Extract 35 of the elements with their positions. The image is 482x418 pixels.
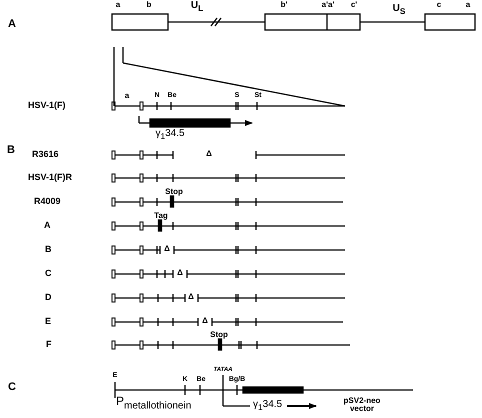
region-label: b' (280, 1, 288, 9)
deletion-symbol: Δ (188, 293, 194, 301)
panel-letter: B (7, 145, 15, 156)
mutation-label: Stop (165, 188, 183, 196)
mutation-label: F (46, 340, 52, 349)
mutation-label: Stop (210, 331, 228, 339)
panel-letter: A (8, 19, 16, 30)
panel-letter: C (8, 382, 16, 393)
vector-label: pSV2-neo vector (342, 397, 382, 413)
region-label: a (116, 1, 120, 9)
region-label: b (146, 1, 152, 9)
deletion-symbol: Δ (206, 150, 212, 158)
mutation-label: A (44, 221, 50, 230)
strain-label: HSV-1(F)R (28, 173, 72, 182)
region-label: a (124, 92, 130, 100)
gene-label: γ$_{1}$34.5 (155, 129, 185, 140)
region-label: c (436, 1, 442, 9)
mutation-label: D (45, 293, 52, 302)
deletion-symbol: Δ (202, 317, 208, 325)
promoter-label: P$_{metallothionein}$ (116, 395, 192, 412)
strain-label: R4009 (34, 197, 61, 206)
mutation-label: Tag (154, 212, 168, 220)
mutation-label: B (45, 245, 52, 254)
region-label: U$_{S}$ (392, 4, 406, 16)
deletion-symbol: Δ (177, 269, 183, 277)
gene-label: γ$_{1}$34.5 (253, 400, 282, 412)
region-label: U$_{L}$ (190, 1, 204, 12)
deletion-symbol: Δ (164, 245, 170, 253)
strain-label: HSV-1(F) (28, 101, 66, 110)
region-label: a (466, 1, 470, 9)
region-label: a'a' (322, 1, 334, 9)
strain-label: R3616 (32, 150, 59, 159)
region-label: c' (350, 1, 358, 9)
mutation-label: E (45, 317, 52, 326)
mutation-label: C (45, 269, 52, 278)
